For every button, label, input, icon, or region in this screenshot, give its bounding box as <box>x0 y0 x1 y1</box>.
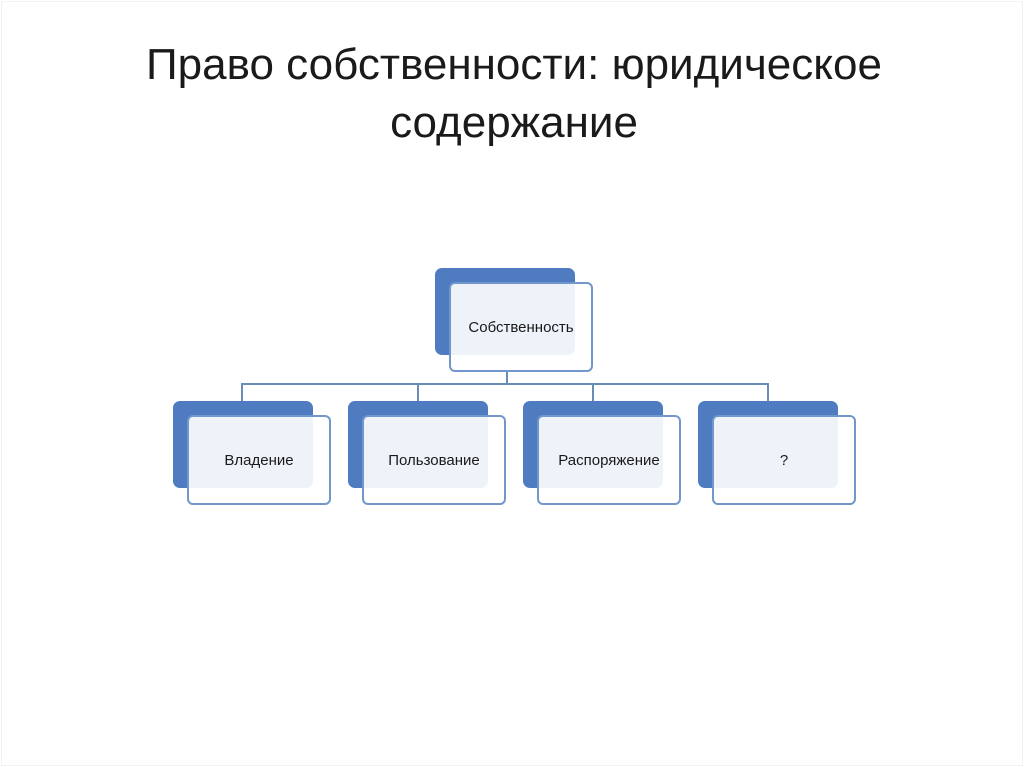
child-node-vladenie: Владение <box>173 401 331 505</box>
root-node: Собственность <box>435 268 593 372</box>
connector-child-4 <box>767 383 769 402</box>
child-node-polzovanie: Пользование <box>348 401 506 505</box>
connector-horizontal <box>241 383 769 385</box>
connector-child-1 <box>241 383 243 402</box>
child-node-box: Распоряжение <box>537 415 681 505</box>
child-node-rasporyazhenie: Распоряжение <box>523 401 681 505</box>
child-node-box: Владение <box>187 415 331 505</box>
child-node-label: Пользование <box>388 451 480 469</box>
connector-root-down <box>506 371 508 384</box>
child-node-box: Пользование <box>362 415 506 505</box>
connector-child-2 <box>417 383 419 402</box>
child-node-label: Владение <box>224 451 294 469</box>
child-node-box: ? <box>712 415 856 505</box>
root-node-label: Собственность <box>468 318 574 336</box>
child-node-label: Распоряжение <box>558 451 660 469</box>
child-node-label: ? <box>779 451 789 469</box>
slide-title: Право собственности: юридическое содержа… <box>146 40 882 147</box>
child-node-question: ? <box>698 401 856 505</box>
root-node-box: Собственность <box>449 282 593 372</box>
connector-child-3 <box>592 383 594 402</box>
